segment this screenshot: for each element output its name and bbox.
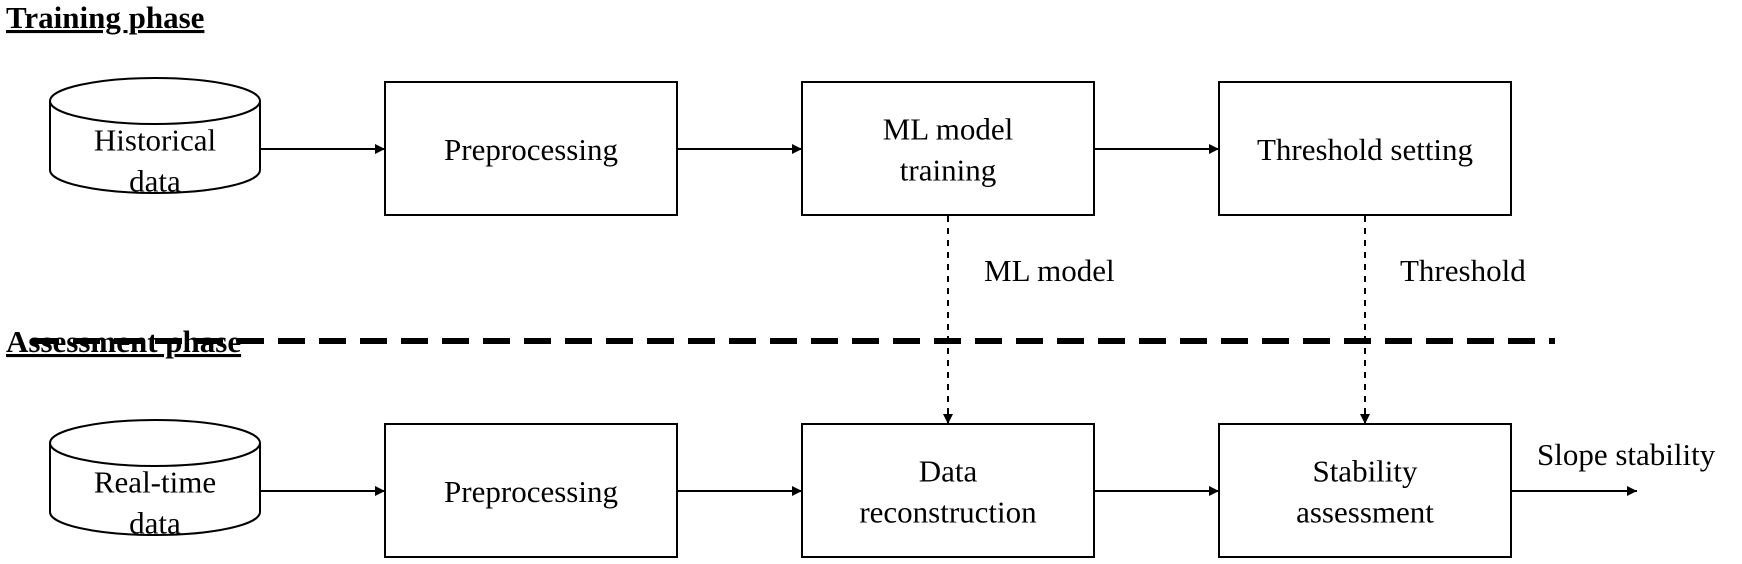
training-preprocessing-label: Preprocessing	[444, 132, 618, 167]
label-line: reconstruction	[859, 495, 1037, 530]
label-line: Real-time	[94, 465, 216, 500]
label-line: Data	[919, 454, 978, 489]
slope-stability-label: Slope stability	[1537, 437, 1716, 472]
label-line: Historical	[94, 123, 216, 158]
label-line: Stability	[1312, 454, 1418, 489]
ml-model-training-label: ML model training	[883, 112, 1014, 188]
ml-model-training-box	[801, 81, 1095, 216]
threshold-setting-label: Threshold setting	[1257, 132, 1473, 167]
label-line: ML model	[883, 112, 1014, 147]
label-line: Preprocessing	[444, 132, 618, 167]
label-line: assessment	[1296, 495, 1434, 530]
threshold-setting-box	[1218, 81, 1512, 216]
ml-model-transfer-label: ML model	[984, 253, 1115, 288]
data-reconstruction-label: Data reconstruction	[859, 454, 1037, 530]
stability-assessment-box	[1218, 423, 1512, 558]
assessment-preprocessing-box	[384, 423, 678, 558]
historical-data-label: Historical data	[94, 123, 216, 199]
label-line: training	[900, 153, 996, 188]
label-line: data	[129, 164, 181, 199]
training-phase-heading: Training phase	[6, 0, 204, 35]
label-line: data	[129, 506, 181, 541]
data-reconstruction-box	[801, 423, 1095, 558]
real-time-data-cylinder: Real-time data	[49, 419, 261, 541]
real-time-data-label: Real-time data	[94, 465, 216, 541]
threshold-transfer-label: Threshold	[1400, 253, 1526, 288]
stability-assessment-label: Stability assessment	[1296, 454, 1434, 530]
historical-data-cylinder: Historical data	[49, 77, 261, 199]
label-line: Preprocessing	[444, 474, 618, 509]
label-line: Threshold setting	[1257, 132, 1473, 167]
assessment-preprocessing-label: Preprocessing	[444, 474, 618, 509]
